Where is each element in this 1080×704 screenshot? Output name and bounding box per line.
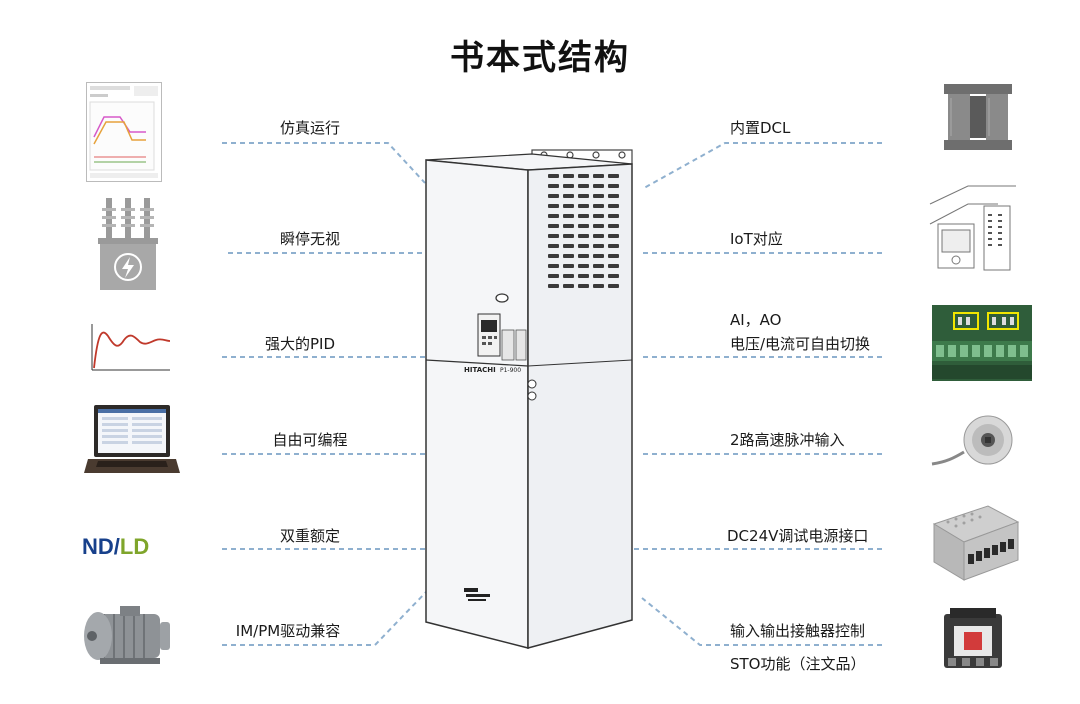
pid-response-icon [91,324,171,371]
connector-left-1 [222,142,426,184]
connector-left-6 [222,589,429,646]
inverter-cabinet-icon: HITACHI P1-900 [425,149,633,649]
cabinet-model: P1-900 [500,367,521,374]
cabinet-brand: HITACHI [464,366,496,374]
feature-label-power-loss-ride-through: 瞬停无视 [279,230,340,248]
feature-label-dcl: 内置DCL [730,119,791,137]
motor-icon [84,606,170,664]
feature-label-dual-rating: 双重额定 [279,527,340,545]
feature-label-im-pm: IM/PM驱动兼容 [235,622,341,640]
ld-text: LD [119,534,150,559]
feature-label-dc24v: DC24V调试电源接口 [727,527,869,545]
feature-label-pid: 强大的PID [264,335,336,353]
nd-ld-logo: ND/LD [82,534,149,560]
connector-right-1 [643,142,882,189]
nd-text: ND [82,534,114,559]
reactor-icon [944,84,1012,150]
encoder-icon [931,415,1013,466]
laptop-icon [84,405,180,473]
feature-label-voltage-current: 电压/电流可自由切换 [730,335,871,353]
connector-right-6 [641,597,882,646]
transformer-icon [98,198,158,290]
slash-text: / [113,534,120,559]
feature-label-ai-ao: AI，AO [730,311,782,329]
feature-label-contactor: 输入输出接触器控制 [730,622,866,640]
simulation-graph-icon [86,82,162,182]
page-title: 书本式结构 [450,38,630,78]
feature-label-sto: STO功能（注文品） [730,655,866,673]
feature-label-pulse-input: 2路高速脉冲输入 [730,431,845,449]
contactor-icon [944,608,1002,668]
power-supply-icon [932,505,1020,581]
terminal-board-icon [932,305,1032,381]
iot-module-icon [928,184,1018,276]
feature-label-iot: IoT对应 [730,230,783,248]
feature-label-simulation: 仿真运行 [279,119,340,137]
feature-label-programmable: 自由可编程 [272,431,348,449]
